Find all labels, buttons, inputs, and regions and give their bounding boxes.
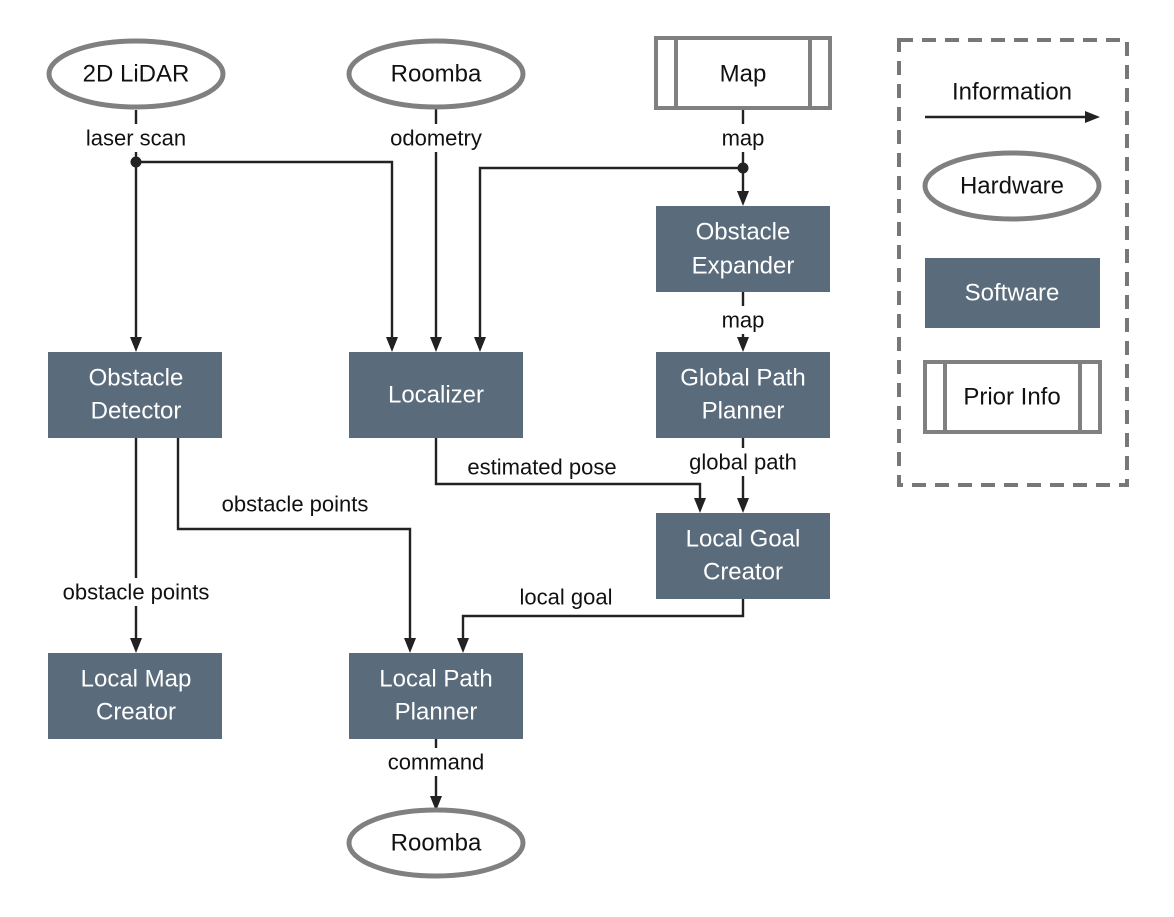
edge-detector-to-local-planner: [176, 438, 412, 641]
label-obstacle-points-right: obstacle points: [222, 492, 369, 517]
legend-prior-info-label: Prior Info: [963, 384, 1060, 411]
node-local-path-planner-line1: Local Path: [379, 666, 492, 693]
arrowhead-global-planner: [737, 337, 749, 352]
arrowhead-localizer-map: [474, 337, 486, 352]
legend-hardware: Hardware: [922, 150, 1102, 222]
node-local-map-creator-line1: Local Map: [81, 666, 192, 693]
label-local-goal: local goal: [520, 585, 613, 610]
arrowhead-local-goal-pose: [694, 498, 706, 513]
node-2d-lidar: 2D LiDAR: [46, 38, 226, 110]
legend-hardware-label: Hardware: [960, 173, 1064, 200]
nodes: 2D LiDAR Roomba Map Obstacle Expander Ob…: [46, 36, 832, 879]
edge-map-to-localizer: [478, 166, 743, 340]
label-obstacle-points-left: obstacle points: [63, 580, 210, 605]
legend-prior-info: Prior Info: [923, 360, 1102, 434]
arrowhead-localizer-odometry: [430, 337, 442, 352]
label-global-path: global path: [689, 450, 797, 475]
edge-local-goal: [461, 599, 745, 641]
legend-frame: [897, 38, 1129, 487]
edge-labels: laser scan odometry map map estimated po…: [46, 124, 810, 776]
node-local-map-creator-line2: Creator: [96, 699, 176, 726]
node-local-map-creator: Local Map Creator: [48, 653, 222, 739]
label-odometry: odometry: [390, 126, 482, 151]
node-localizer: Localizer: [349, 352, 523, 438]
node-roomba-bottom: Roomba: [346, 807, 526, 879]
legend-software-label: Software: [965, 280, 1060, 307]
arrowhead-local-planner-obstacles: [404, 638, 416, 653]
label-map: map: [722, 126, 765, 151]
node-local-goal-creator-line2: Creator: [703, 559, 783, 586]
node-obstacle-detector-line1: Obstacle: [89, 365, 184, 392]
node-localizer-label: Localizer: [388, 382, 484, 409]
arrowhead-expander: [737, 191, 749, 206]
node-roomba-top-label: Roomba: [391, 61, 482, 88]
node-global-path-planner-line2: Planner: [702, 398, 785, 425]
node-obstacle-expander: Obstacle Expander: [656, 206, 830, 292]
legend-information-label: Information: [952, 79, 1072, 106]
node-obstacle-expander-line1: Obstacle: [696, 219, 791, 246]
node-global-path-planner: Global Path Planner: [656, 352, 830, 438]
node-map: Map: [654, 36, 832, 110]
legend: Information Hardware Software Prior Info: [897, 38, 1129, 487]
arrowhead-detector: [130, 337, 142, 352]
label-estimated-pose: estimated pose: [467, 455, 616, 480]
legend-software: Software: [925, 258, 1100, 328]
label-laser-scan: laser scan: [86, 126, 186, 151]
label-map-expanded: map: [722, 308, 765, 333]
edge-lidar-to-localizer: [136, 160, 394, 340]
arrowhead-roomba-bottom: [430, 796, 442, 811]
arrowhead-localizer-lidar: [386, 337, 398, 352]
node-local-path-planner-line2: Planner: [395, 699, 478, 726]
node-obstacle-detector: Obstacle Detector: [48, 352, 222, 438]
node-local-goal-creator: Local Goal Creator: [656, 513, 830, 599]
arrowhead-local-map: [130, 638, 142, 653]
node-obstacle-expander-line2: Expander: [692, 253, 795, 280]
arrowhead-local-planner-goal: [457, 638, 469, 653]
node-obstacle-detector-line2: Detector: [91, 398, 182, 425]
arrowhead-local-goal-global: [737, 498, 749, 513]
junction-dot-map: [737, 162, 749, 174]
label-command: command: [388, 750, 485, 775]
node-global-path-planner-line1: Global Path: [680, 365, 805, 392]
node-local-goal-creator-line1: Local Goal: [686, 526, 801, 553]
edge-estimated-pose: [434, 438, 702, 501]
junction-dot-lidar: [130, 156, 142, 168]
legend-information-arrowhead: [1085, 111, 1100, 123]
node-2d-lidar-label: 2D LiDAR: [83, 61, 190, 88]
node-roomba-bottom-label: Roomba: [391, 830, 482, 857]
node-local-path-planner: Local Path Planner: [349, 653, 523, 739]
edges: [130, 108, 749, 811]
node-map-label: Map: [720, 61, 767, 88]
node-roomba-top: Roomba: [346, 38, 526, 110]
